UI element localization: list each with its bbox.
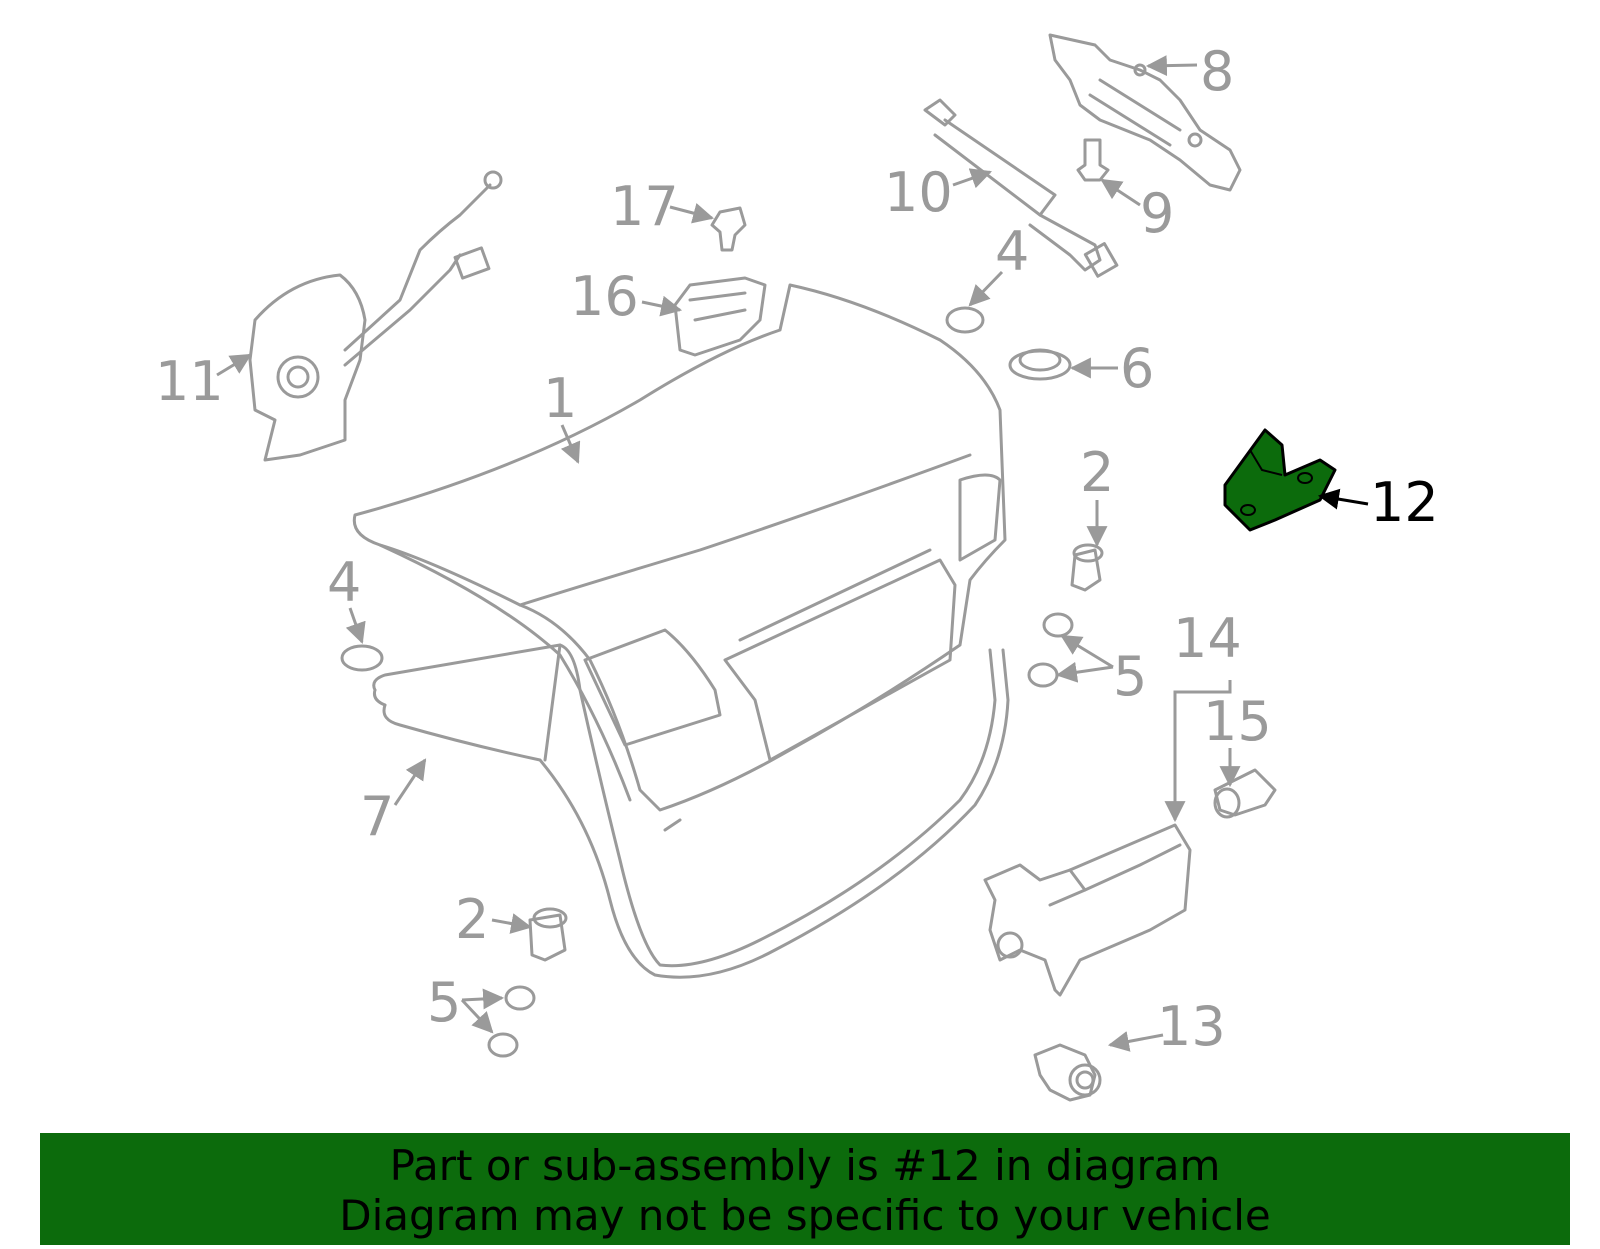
- clip-part-5-c: [504, 985, 536, 1011]
- ring-part-4-upper: [945, 306, 985, 334]
- lock-actuator-part-11: [248, 170, 503, 462]
- callout-2-lower: 2: [455, 888, 490, 951]
- callout-5-lower: 5: [427, 971, 462, 1034]
- clip-part-5-a: [1042, 612, 1074, 638]
- callout-6: 6: [1120, 337, 1155, 400]
- callout-4-upper: 4: [995, 220, 1030, 283]
- clip-part-5-b: [1027, 662, 1059, 688]
- weatherstrip-part-7: [372, 643, 1010, 979]
- callout-16: 16: [570, 265, 639, 328]
- callout-17: 17: [610, 175, 679, 238]
- sensor-part-15: [1213, 768, 1277, 819]
- callout-7: 7: [360, 785, 395, 848]
- callout-13: 13: [1157, 995, 1226, 1058]
- switch-part-13: [1033, 1043, 1102, 1102]
- bolt-part-9: [1076, 138, 1110, 182]
- bumper-part-2-lower: [528, 907, 568, 962]
- bracket-part-16: [673, 276, 767, 357]
- banner-line-2: Diagram may not be specific to your vehi…: [339, 1191, 1271, 1240]
- grommet-part-6: [1008, 348, 1072, 381]
- callout-11: 11: [155, 350, 224, 413]
- clip-part-5-d: [487, 1032, 519, 1058]
- striker-part-12-highlighted: [1223, 428, 1337, 532]
- callout-2-upper: 2: [1080, 441, 1115, 504]
- latch-part-14: [983, 823, 1192, 997]
- info-banner: Part or sub-assembly is #12 in diagram D…: [40, 1133, 1570, 1245]
- callout-10: 10: [884, 161, 953, 224]
- callout-14: 14: [1173, 607, 1242, 670]
- callout-5-upper: 5: [1113, 645, 1148, 708]
- callout-9: 9: [1140, 182, 1175, 245]
- callout-15: 15: [1203, 690, 1272, 753]
- parts-diagram: [216, 33, 1369, 1102]
- callout-1: 1: [543, 367, 578, 430]
- leader-line-12: [1317, 488, 1369, 510]
- hinge-part-8: [1048, 33, 1242, 192]
- leader-lines: [216, 55, 1241, 1052]
- callout-12: 12: [1370, 471, 1439, 534]
- ring-part-4-lower: [340, 644, 384, 672]
- banner-line-1: Part or sub-assembly is #12 in diagram: [389, 1141, 1221, 1190]
- bumper-part-2-upper: [1070, 543, 1104, 592]
- clip-part-17: [710, 206, 747, 252]
- callout-8: 8: [1200, 40, 1235, 103]
- callout-4-lower: 4: [327, 551, 362, 614]
- trunk-lid-part-1: [352, 283, 1007, 832]
